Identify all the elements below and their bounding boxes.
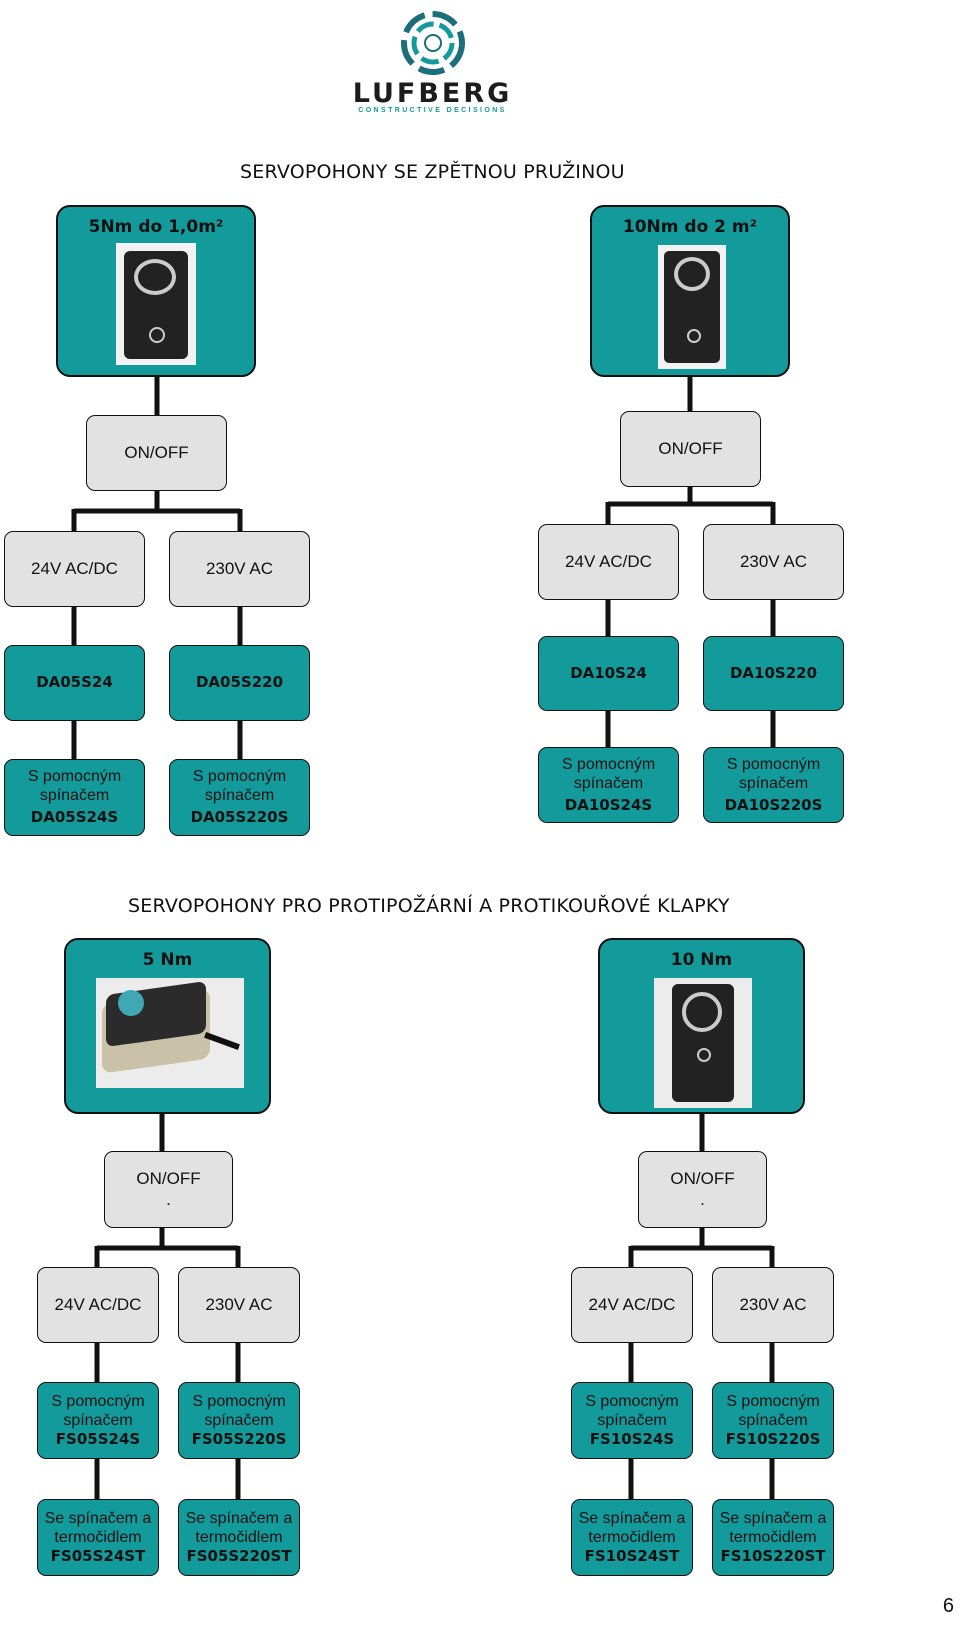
onoff-label: ON/OFF bbox=[124, 442, 189, 462]
aux-label: S pomocným spínačem bbox=[27, 768, 122, 805]
actuator-photo bbox=[654, 978, 752, 1108]
s1-left-model-24: DA05S24 bbox=[4, 645, 145, 721]
model-code: FS05S24ST bbox=[50, 1546, 146, 1565]
s2-left-header-title: 5 Nm bbox=[142, 950, 193, 970]
model-code: DA05S220S bbox=[190, 808, 289, 827]
actuator-photo bbox=[658, 245, 726, 369]
s1-right-model-230: DA10S220 bbox=[703, 636, 844, 711]
aux-label: S pomocným spínačem bbox=[51, 1392, 145, 1429]
s1-left-header: 5Nm do 1,0m² bbox=[56, 205, 256, 377]
brand-tagline: CONSTRUCTIVE DECISIONS bbox=[358, 107, 507, 114]
section-1-title: SERVOPOHONY SE ZPĚTNOU PRUŽINOU bbox=[240, 161, 625, 183]
s2-left-onoff: ON/OFF . bbox=[104, 1151, 233, 1228]
thermo-label-2: termočidlem bbox=[729, 1528, 817, 1546]
s2-left-thermo-230: Se spínačem a termočidlem FS05S220ST bbox=[178, 1499, 300, 1576]
thermo-label-2: termočidlem bbox=[195, 1528, 283, 1546]
voltage-label: 230V AC bbox=[739, 1294, 807, 1314]
model-code: DA05S220 bbox=[195, 673, 284, 692]
model-code: DA05S24S bbox=[30, 808, 119, 827]
model-code: FS05S220ST bbox=[186, 1546, 292, 1565]
s2-right-header-title: 10 Nm bbox=[670, 950, 733, 970]
thermo-label-1: Se spínačem a bbox=[185, 1509, 293, 1527]
s1-right-aux-230: S pomocným spínačem DA10S220S bbox=[703, 747, 844, 823]
thermo-label-1: Se spínačem a bbox=[44, 1509, 152, 1527]
s2-left-aux-24: S pomocným spínačem FS05S24S bbox=[37, 1382, 159, 1459]
aux-label: S pomocným spínačem bbox=[726, 755, 821, 792]
s1-right-header-title: 10Nm do 2 m² bbox=[622, 217, 758, 237]
aux-label: S pomocným spínačem bbox=[585, 1392, 679, 1429]
thermo-label-1: Se spínačem a bbox=[719, 1509, 827, 1527]
s1-right-24v: 24V AC/DC bbox=[538, 524, 679, 600]
model-code: FS10S24ST bbox=[584, 1546, 680, 1565]
logo-mark bbox=[401, 11, 465, 75]
voltage-label: 24V AC/DC bbox=[565, 551, 652, 571]
onoff-dot: . bbox=[700, 1189, 705, 1209]
actuator-photo bbox=[116, 243, 196, 365]
s1-left-24v: 24V AC/DC bbox=[4, 531, 145, 607]
model-code: DA10S220 bbox=[729, 663, 818, 682]
model-code: FS10S220ST bbox=[720, 1546, 826, 1565]
s1-left-model-230: DA05S220 bbox=[169, 645, 310, 721]
s2-right-230v: 230V AC bbox=[712, 1267, 834, 1343]
section-2-title: SERVOPOHONY PRO PROTIPOŽÁRNÍ A PROTIKOUŘ… bbox=[128, 895, 730, 917]
s2-left-aux-230: S pomocným spínačem FS05S220S bbox=[178, 1382, 300, 1459]
s2-left-header: 5 Nm bbox=[64, 938, 271, 1114]
voltage-label: 24V AC/DC bbox=[31, 558, 118, 578]
model-code: DA10S24S bbox=[564, 795, 653, 814]
model-code: FS10S220S bbox=[725, 1429, 821, 1448]
s1-left-header-title: 5Nm do 1,0m² bbox=[88, 217, 224, 237]
model-code: FS05S220S bbox=[191, 1429, 287, 1448]
s2-right-thermo-24: Se spínačem a termočidlem FS10S24ST bbox=[571, 1499, 693, 1576]
actuator-photo bbox=[96, 978, 244, 1088]
brand-name: LUFBERG bbox=[352, 78, 513, 109]
voltage-label: 230V AC bbox=[739, 551, 808, 571]
aux-label: S pomocným spínačem bbox=[192, 1392, 286, 1429]
s2-right-aux-24: S pomocným spínačem FS10S24S bbox=[571, 1382, 693, 1459]
s1-right-onoff: ON/OFF bbox=[620, 411, 761, 487]
s1-left-aux-24: S pomocným spínačem DA05S24S bbox=[4, 759, 145, 836]
page-number: 6 bbox=[942, 1595, 954, 1617]
onoff-label: ON/OFF bbox=[658, 438, 723, 458]
s2-left-thermo-24: Se spínačem a termočidlem FS05S24ST bbox=[37, 1499, 159, 1576]
onoff-label: ON/OFF bbox=[670, 1169, 735, 1189]
s2-right-aux-230: S pomocným spínačem FS10S220S bbox=[712, 1382, 834, 1459]
s2-left-24v: 24V AC/DC bbox=[37, 1267, 159, 1343]
voltage-label: 230V AC bbox=[205, 1294, 273, 1314]
s1-left-aux-230: S pomocným spínačem DA05S220S bbox=[169, 759, 310, 836]
voltage-label: 24V AC/DC bbox=[588, 1294, 676, 1314]
s2-right-header: 10 Nm bbox=[598, 938, 805, 1114]
model-code: DA05S24 bbox=[36, 673, 113, 692]
model-code: DA10S220S bbox=[724, 795, 823, 814]
s2-right-24v: 24V AC/DC bbox=[571, 1267, 693, 1343]
s1-right-header: 10Nm do 2 m² bbox=[590, 205, 790, 377]
s1-left-onoff: ON/OFF bbox=[86, 415, 227, 491]
voltage-label: 24V AC/DC bbox=[54, 1294, 142, 1314]
voltage-label: 230V AC bbox=[205, 558, 274, 578]
s1-right-230v: 230V AC bbox=[703, 524, 844, 600]
thermo-label-2: termočidlem bbox=[588, 1528, 676, 1546]
thermo-label-2: termočidlem bbox=[54, 1528, 142, 1546]
s2-right-onoff: ON/OFF . bbox=[638, 1151, 767, 1228]
thermo-label-1: Se spínačem a bbox=[578, 1509, 686, 1527]
s2-left-230v: 230V AC bbox=[178, 1267, 300, 1343]
s1-left-230v: 230V AC bbox=[169, 531, 310, 607]
model-code: FS05S24S bbox=[55, 1429, 141, 1448]
brand-logo: LUFBERG CONSTRUCTIVE DECISIONS bbox=[345, 6, 520, 116]
s2-right-thermo-230: Se spínačem a termočidlem FS10S220ST bbox=[712, 1499, 834, 1576]
s1-right-aux-24: S pomocným spínačem DA10S24S bbox=[538, 747, 679, 823]
onoff-label: ON/OFF bbox=[136, 1169, 201, 1189]
aux-label: S pomocným spínačem bbox=[726, 1392, 820, 1429]
aux-label: S pomocným spínačem bbox=[561, 755, 656, 792]
onoff-dot: . bbox=[166, 1189, 171, 1209]
model-code: DA10S24 bbox=[570, 663, 647, 682]
model-code: FS10S24S bbox=[589, 1429, 675, 1448]
s1-right-model-24: DA10S24 bbox=[538, 636, 679, 711]
aux-label: S pomocným spínačem bbox=[192, 768, 287, 805]
